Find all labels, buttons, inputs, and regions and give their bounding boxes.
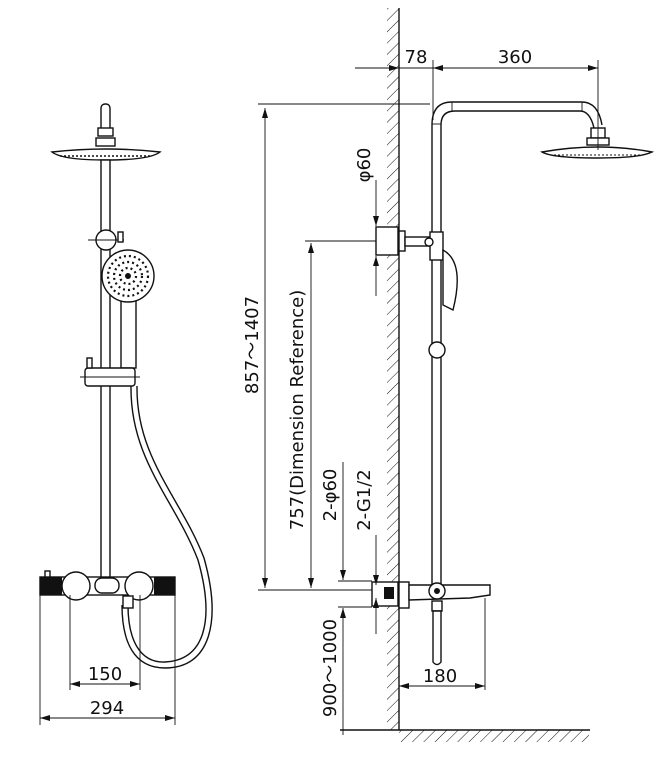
side-hand-shower: [442, 248, 458, 312]
side-view: 78 360 857～1407 757(Dimension Reference)…: [242, 8, 655, 742]
shower-arm-riser: [431, 101, 655, 590]
dim-2-phi60: 2-φ60: [320, 469, 341, 522]
slide-holder: [80, 357, 140, 387]
dim-phi60: φ60: [354, 148, 375, 183]
dim-360: 360: [498, 47, 532, 68]
hand-shower: [101, 249, 155, 369]
dim-757-reference: 757(Dimension Reference): [287, 290, 308, 530]
front-dimensions: 150 294: [39, 595, 176, 725]
front-view: 150 294: [39, 103, 213, 725]
dim-2-g1-2: 2-G1/2: [354, 469, 375, 531]
side-dimensions: 78 360 857～1407 757(Dimension Reference)…: [242, 47, 599, 735]
dim-857-1407: 857～1407: [242, 296, 263, 394]
dim-78: 78: [405, 47, 428, 68]
dim-900-1000: 900～1000: [320, 619, 341, 717]
thermostatic-mixer: [39, 570, 176, 609]
dim-150: 150: [88, 664, 122, 685]
dim-294: 294: [90, 698, 124, 719]
dim-180: 180: [423, 666, 457, 687]
side-wall-bracket: [375, 226, 444, 261]
wall: [340, 8, 590, 742]
side-mixer: [371, 581, 491, 666]
rain-shower-head: [50, 103, 162, 161]
wall-bracket: [88, 229, 124, 251]
side-slide-holder: [428, 341, 446, 359]
shower-hose: [121, 385, 213, 669]
